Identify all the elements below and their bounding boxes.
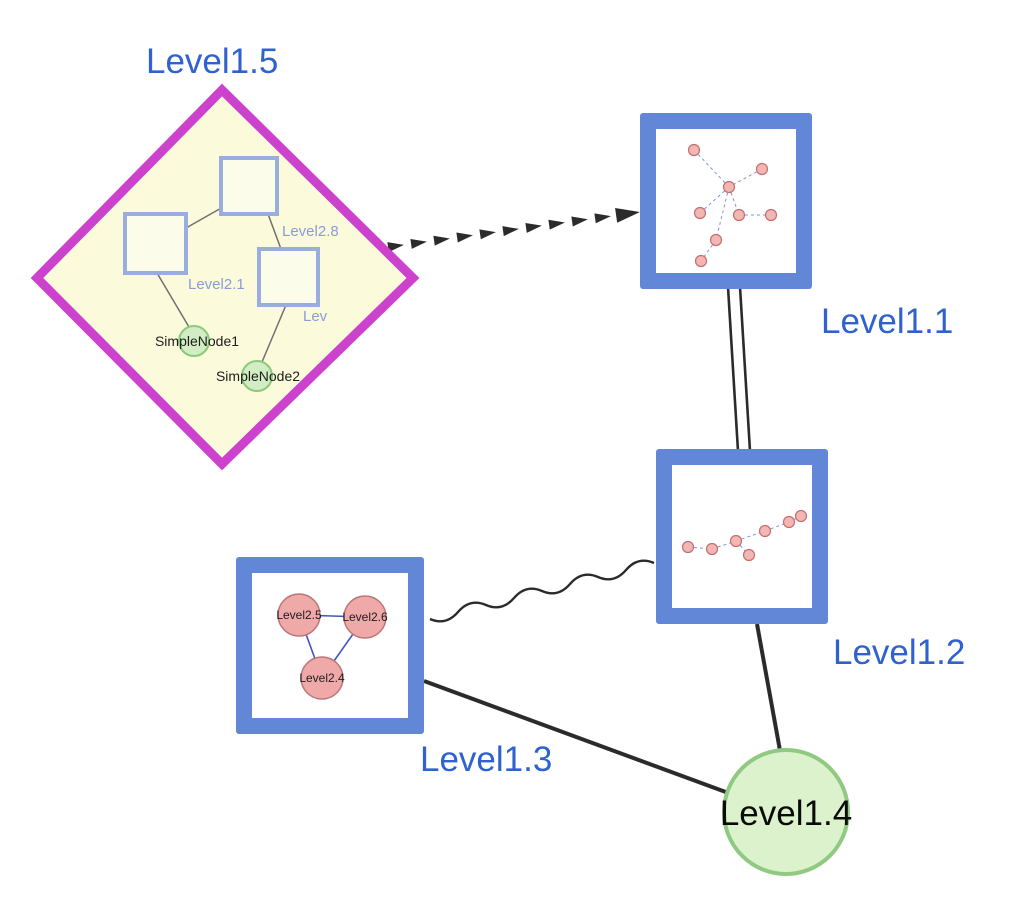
circle-shape[interactable] [300,656,344,700]
edge-line [738,286,752,452]
mini-node[interactable] [732,208,746,222]
edge-level2-8-level2-1[interactable] [185,206,224,229]
mini-node[interactable] [687,143,701,157]
mini-node[interactable] [755,162,769,176]
node-level2-1[interactable]: Level2.1 [123,212,245,293]
subgraph-level1-2 [681,509,808,562]
mini-node[interactable] [709,233,723,247]
arrow-dash-icon [456,230,474,243]
mini-node[interactable] [722,180,736,194]
node-level1-5[interactable]: Level2.8 Level2.1 Lev SimpleNode1 Simple… [30,83,420,471]
arrow-dash-icon [502,223,520,237]
edge-level1-3-to-level1-4[interactable] [423,679,743,800]
node-level2-8[interactable]: Level2.8 [219,156,339,240]
arrowhead-icon [615,204,641,223]
mini-node[interactable] [764,208,778,222]
mini-edge [700,239,717,262]
node-label: Lev [303,308,328,325]
mini-edge [699,186,730,214]
node-level2-5[interactable]: Level2.5 [276,593,322,637]
subgraph-level1-3: Level2.5 Level2.6 Level2.4 [276,593,388,700]
node-label: SimpleNode2 [216,368,300,384]
node-label: Level2.6 [342,610,388,624]
circle-shape[interactable] [722,748,850,876]
mini-node[interactable] [729,534,743,548]
mini-edge [728,168,763,188]
edge-level1-2-to-level1-4[interactable] [755,623,783,757]
mini-node[interactable] [794,509,808,523]
edge-level1-3-to-level1-2[interactable] [429,559,655,623]
subgraph-level1-1 [687,143,778,268]
node-label: Level2.5 [276,608,322,622]
node-label: Level2.8 [282,223,339,240]
circle-shape[interactable] [343,595,387,639]
label-level1-1: Level1.1 [821,302,953,341]
mini-node[interactable] [758,524,772,538]
label-level1-3: Level1.3 [420,740,552,779]
edge-level2-x-simplenode2[interactable] [261,304,287,363]
node-level2-4[interactable]: Level2.4 [299,656,345,700]
arrow-dash-icon [410,236,428,249]
edge-line [726,286,740,452]
arrow-dash-icon [571,214,589,227]
node-simplenode2[interactable]: SimpleNode2 [216,360,300,392]
mini-edge [693,149,730,188]
group-node-body [672,465,812,608]
label-level1-5: Level1.5 [146,42,278,81]
arrow-dash-icon [479,227,497,240]
label-level1-4: Level1.4 [720,794,852,833]
node-level1-2[interactable] [656,449,828,624]
subgraph-level1-5: Level2.8 Level2.1 Lev SimpleNode1 Simple… [123,156,339,392]
node-level2-truncated[interactable]: Lev [257,247,328,325]
node-level1-4[interactable]: Level1.4 [720,748,852,876]
mini-node[interactable] [782,515,796,529]
mini-edge [764,521,790,532]
node-level1-1[interactable] [640,113,812,289]
node-label: Level2.4 [299,671,345,685]
node-label: Level2.1 [188,276,245,293]
mini-node[interactable] [693,206,707,220]
square-shape[interactable] [257,247,320,307]
node-level2-6[interactable]: Level2.6 [342,595,388,639]
arrow-dash-icon [525,220,543,233]
arrow-dash-icon [594,211,612,224]
node-simplenode1[interactable]: SimpleNode1 [155,325,239,357]
diamond-shape[interactable] [30,83,420,471]
arrow-dash-icon [433,233,451,246]
circle-shape[interactable] [178,325,210,357]
mini-node[interactable] [705,542,719,556]
edge-level1-1-to-level1-2[interactable] [726,286,752,452]
node-level1-3[interactable]: Level2.5 Level2.6 Level2.4 [236,557,424,734]
edge-level2-8-level2-x[interactable] [267,213,282,250]
edge-level2-1-simplenode1[interactable] [156,272,190,328]
edge-level1-5-to-level1-1[interactable] [387,204,641,253]
mini-node[interactable] [681,540,695,554]
mini-edge [711,540,737,550]
circle-shape[interactable] [277,593,321,637]
mini-node[interactable] [694,254,708,268]
label-level1-2: Level1.2 [833,633,965,672]
arrow-dash-icon [548,217,566,230]
node-label: SimpleNode1 [155,333,239,349]
square-shape[interactable] [123,212,188,275]
circle-shape[interactable] [241,360,273,392]
mini-node[interactable] [742,548,756,562]
square-shape[interactable] [219,156,279,216]
